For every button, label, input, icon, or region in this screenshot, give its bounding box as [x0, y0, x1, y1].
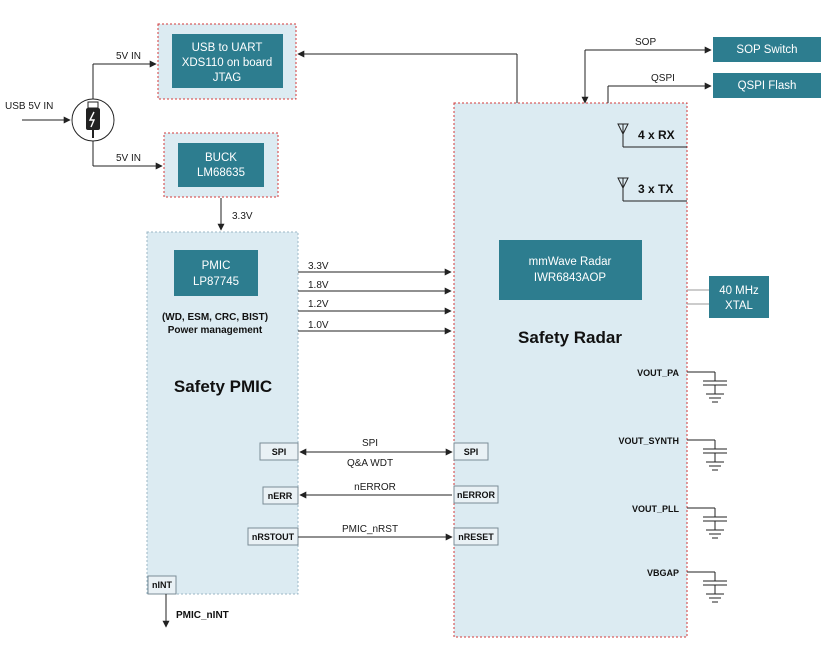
qspi-flash-label: QSPI Flash	[738, 80, 797, 92]
rail-1v8-label: 1.8V	[308, 280, 329, 291]
pmic-pin-spi-label: SPI	[272, 447, 287, 457]
rx-antenna-icon	[617, 123, 687, 148]
nerror-link-label: nERROR	[354, 482, 396, 493]
radar-pin-nreset	[453, 527, 499, 546]
buck-line1: BUCK	[205, 152, 237, 164]
pmic-chip-line2: LP87745	[193, 276, 239, 288]
uart-line3: JTAG	[213, 72, 242, 84]
usb-5v-in-label: USB 5V IN	[5, 101, 53, 112]
buck-3v3-label: 3.3V	[232, 211, 253, 222]
radar-pin-nerror	[453, 485, 499, 504]
tx-antenna-icon	[617, 177, 687, 202]
xtal-line1: 40 MHz	[719, 285, 759, 297]
radar-pin-nreset-label: nRESET	[458, 532, 494, 542]
pmic-nrst-label: PMIC_nRST	[342, 524, 398, 535]
vbgap-capacitor-icon	[687, 571, 727, 603]
radar-pin-spi-label: SPI	[464, 447, 479, 457]
uart-line2: XDS110 on board	[182, 57, 273, 69]
pmic-pin-nint-label: nINT	[152, 580, 172, 590]
tx-label: 3 x TX	[638, 182, 673, 196]
qa-wdt-label: Q&A WDT	[347, 458, 393, 469]
rail-1v2-label: 1.2V	[308, 299, 329, 310]
sop-switch-block	[713, 37, 821, 62]
rail-1v0-label: 1.0V	[308, 320, 329, 331]
pmic-pin-nint	[147, 575, 177, 595]
radar-chip-line1: mmWave Radar	[529, 256, 612, 268]
radar-chip-line2: IWR6843AOP	[534, 272, 607, 284]
sop-switch-label: SOP Switch	[736, 44, 797, 56]
uart-5v-label: 5V IN	[116, 51, 141, 62]
pmic-pin-spi	[259, 442, 299, 461]
safety-radar-panel	[453, 102, 688, 638]
pmic-features: (WD, ESM, CRC, BIST)	[162, 312, 268, 323]
vout-synth-capacitor-icon	[687, 439, 727, 471]
usb-plug-icon	[71, 98, 115, 142]
vout-pa-label: VOUT_PA	[637, 368, 679, 378]
uart-chip-block	[172, 34, 283, 88]
pmic-chip-line1: PMIC	[202, 260, 231, 272]
xtal-line2: XTAL	[725, 300, 754, 312]
qspi-flash-block	[713, 73, 821, 98]
pmic-pin-nerr	[262, 486, 299, 505]
radar-chip-block	[499, 240, 642, 300]
vout-pll-capacitor-icon	[687, 507, 727, 539]
uart-line1: USB to UART	[192, 42, 263, 54]
xtal-block	[709, 276, 769, 318]
buck-line2: LM68635	[197, 167, 245, 179]
pmic-nint-label: PMIC_nINT	[176, 610, 229, 621]
pmic-pin-nrstout-label: nRSTOUT	[252, 532, 295, 542]
rx-label: 4 x RX	[638, 128, 675, 142]
pmic-chip-block	[174, 250, 258, 296]
vbgap-label: VBGAP	[647, 568, 679, 578]
vout-synth-label: VOUT_SYNTH	[618, 436, 679, 446]
radar-pin-spi	[453, 442, 489, 461]
qspi-label: QSPI	[651, 73, 675, 84]
rail-3v3-label: 3.3V	[308, 261, 329, 272]
vout-pa-capacitor-icon	[687, 371, 727, 403]
buck-5v-label: 5V IN	[116, 153, 141, 164]
radar-pin-nerror-label: nERROR	[457, 490, 496, 500]
buck-chip-block	[178, 143, 264, 187]
spi-link-label: SPI	[362, 438, 378, 449]
safety-pmic-title: Safety PMIC	[174, 377, 272, 396]
safety-radar-title: Safety Radar	[518, 328, 622, 347]
pmic-features2: Power management	[168, 325, 263, 336]
sop-label: SOP	[635, 37, 656, 48]
pmic-pin-nerr-label: nERR	[268, 491, 293, 501]
vout-pll-label: VOUT_PLL	[632, 504, 680, 514]
